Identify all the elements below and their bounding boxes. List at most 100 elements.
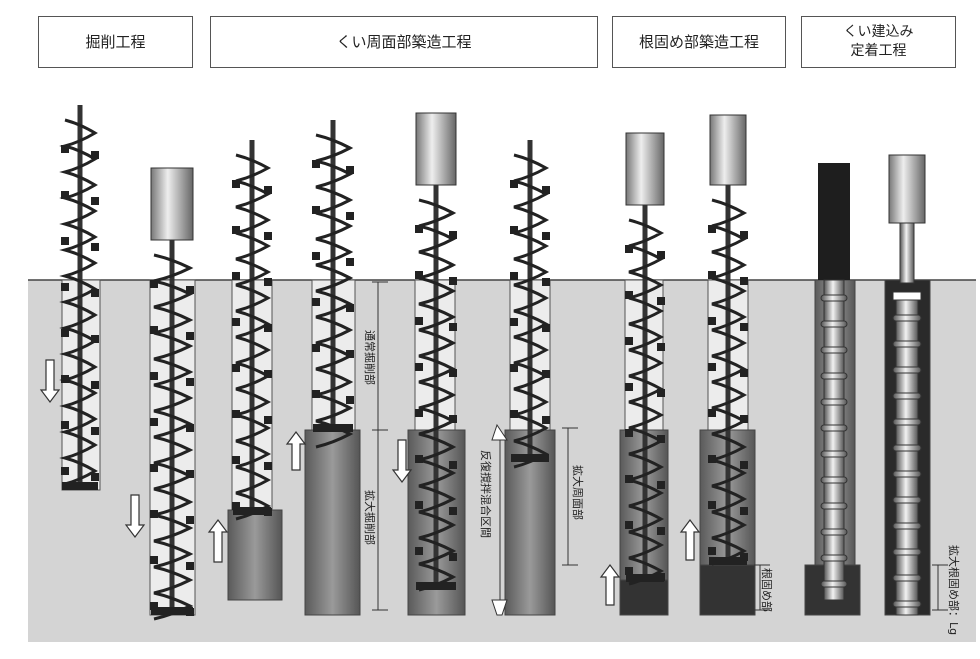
excavation-blade: [312, 206, 320, 214]
excavation-blade: [150, 372, 158, 380]
auger-shaft: [330, 120, 336, 432]
excavation-blade: [312, 252, 320, 260]
soil-cement-column: [619, 579, 669, 616]
pile-node: [820, 476, 848, 484]
excavation-blade: [61, 375, 69, 383]
excavation-blade: [346, 396, 354, 404]
pile-node: [892, 314, 922, 322]
step-3: [207, 140, 283, 601]
excavation-blade: [232, 456, 240, 464]
excavation-blade: [449, 323, 457, 331]
label-normal-excavation: 通常掘削部: [363, 330, 377, 385]
arrow-down-icon: [39, 359, 61, 403]
step-header-pile-installation: くい建込み 定着工程: [801, 16, 956, 68]
excavation-blade: [510, 364, 518, 372]
excavation-blade: [312, 160, 320, 168]
excavation-blade: [542, 324, 550, 332]
excavation-blade: [186, 562, 194, 570]
excavation-blade: [232, 410, 240, 418]
soil-cement-column: [304, 429, 361, 616]
arrow-up-icon: [285, 431, 307, 471]
excavation-blade: [186, 424, 194, 432]
excavation-blade: [150, 510, 158, 518]
excavation-blade: [150, 556, 158, 564]
pile-node: [892, 522, 922, 530]
excavation-blade: [91, 335, 99, 343]
excavation-blade: [625, 337, 633, 345]
auger-flight: [628, 218, 665, 586]
excavation-blade: [186, 332, 194, 340]
excavation-blade: [264, 186, 272, 194]
pile-node: [892, 392, 922, 400]
pile-node: [892, 418, 922, 426]
follower-rod: [899, 222, 915, 284]
excavation-blade: [657, 297, 665, 305]
excavation-blade: [346, 258, 354, 266]
pile-node: [892, 470, 922, 478]
excavation-blade: [657, 389, 665, 397]
pile-node: [820, 554, 848, 562]
auger-motor: [625, 132, 665, 206]
excavation-blade: [91, 427, 99, 435]
excavation-blade: [415, 271, 423, 279]
label-root-fixing: 根固め部: [760, 568, 774, 612]
label-enlarged-perimeter: 拡大周面部: [571, 465, 585, 520]
excavation-blade: [708, 409, 716, 417]
step-1: [39, 105, 101, 491]
pile: [823, 279, 845, 601]
excavation-blade: [625, 475, 633, 483]
arrow-up-icon: [679, 519, 701, 561]
excavation-blade: [186, 378, 194, 386]
excavation-blade: [740, 323, 748, 331]
excavation-blade: [312, 298, 320, 306]
excavation-blade: [740, 369, 748, 377]
excavation-blade: [415, 409, 423, 417]
auger-shaft: [725, 185, 731, 565]
excavation-blade: [708, 501, 716, 509]
excavation-blade: [150, 326, 158, 334]
pile-node: [820, 424, 848, 432]
excavation-blade: [625, 245, 633, 253]
step-7: [599, 132, 669, 616]
excavation-blade: [186, 470, 194, 478]
excavation-blade: [232, 364, 240, 372]
excavation-blade: [740, 231, 748, 239]
pile: [895, 299, 919, 616]
step-header-root-fixing: 根固め部築造工程: [612, 16, 786, 68]
excavation-blade: [150, 602, 158, 610]
arrow-up-icon: [599, 564, 621, 606]
pile-node: [892, 340, 922, 348]
excavation-blade: [264, 278, 272, 286]
excavation-blade: [510, 410, 518, 418]
excavation-blade: [91, 473, 99, 481]
excavation-blade: [657, 481, 665, 489]
pile-node: [820, 372, 848, 380]
excavation-blade: [708, 317, 716, 325]
excavation-blade: [264, 370, 272, 378]
auger-head: [626, 574, 664, 582]
excavation-blade: [91, 289, 99, 297]
excavation-blade: [61, 145, 69, 153]
excavation-blade: [61, 237, 69, 245]
auger-head: [151, 607, 193, 615]
excavation-blade: [542, 370, 550, 378]
excavation-blade: [61, 329, 69, 337]
excavation-blade: [232, 502, 240, 510]
excavation-blade: [186, 516, 194, 524]
excavation-blade: [740, 461, 748, 469]
excavation-blade: [625, 291, 633, 299]
excavation-blade: [625, 383, 633, 391]
auger-head: [511, 454, 549, 462]
auger-flight: [711, 198, 748, 566]
excavation-blade: [708, 225, 716, 233]
excavation-blade: [150, 280, 158, 288]
excavation-blade: [708, 455, 716, 463]
excavation-blade: [510, 272, 518, 280]
excavation-blade: [150, 464, 158, 472]
soil-cement-column: [227, 509, 283, 601]
excavation-blade: [657, 527, 665, 535]
pile-node: [892, 600, 922, 608]
auger-head: [62, 482, 98, 490]
excavation-blade: [510, 318, 518, 326]
